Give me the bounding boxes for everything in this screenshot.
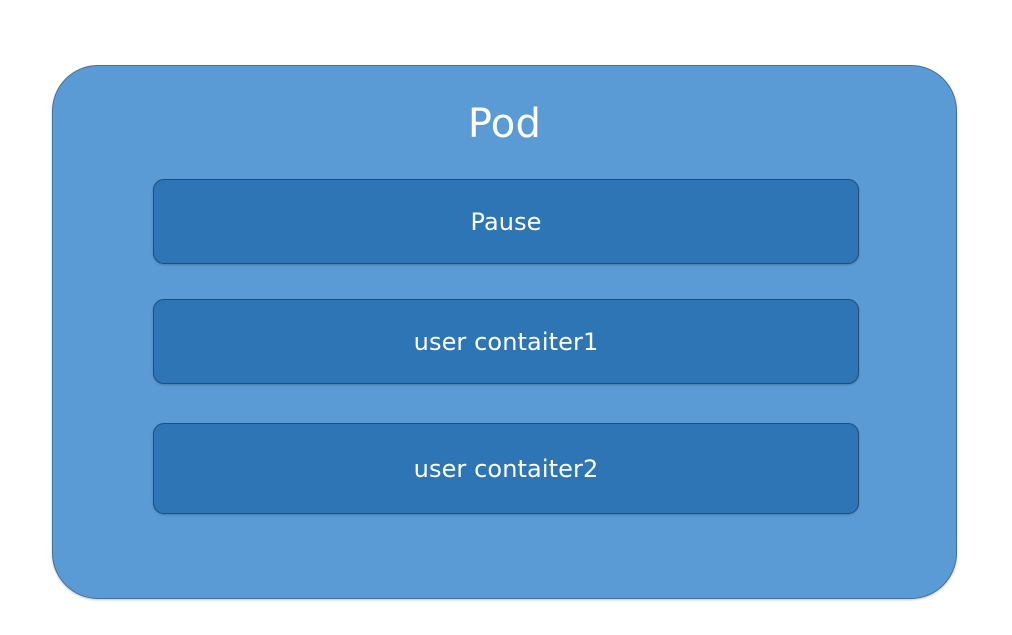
container-box-user-contaiter1: user contaiter1 xyxy=(153,299,859,384)
pod-title-label: Pod xyxy=(467,101,542,147)
container-box-pause: Pause xyxy=(153,179,859,264)
container-box-user-contaiter2: user contaiter2 xyxy=(153,423,859,514)
container-box-label: user contaiter2 xyxy=(413,454,599,483)
container-box-label: Pause xyxy=(470,207,542,236)
container-box-label: user contaiter1 xyxy=(413,327,599,356)
pod-container-shape: Pod Pause user contaiter1 user contaiter… xyxy=(52,65,957,599)
